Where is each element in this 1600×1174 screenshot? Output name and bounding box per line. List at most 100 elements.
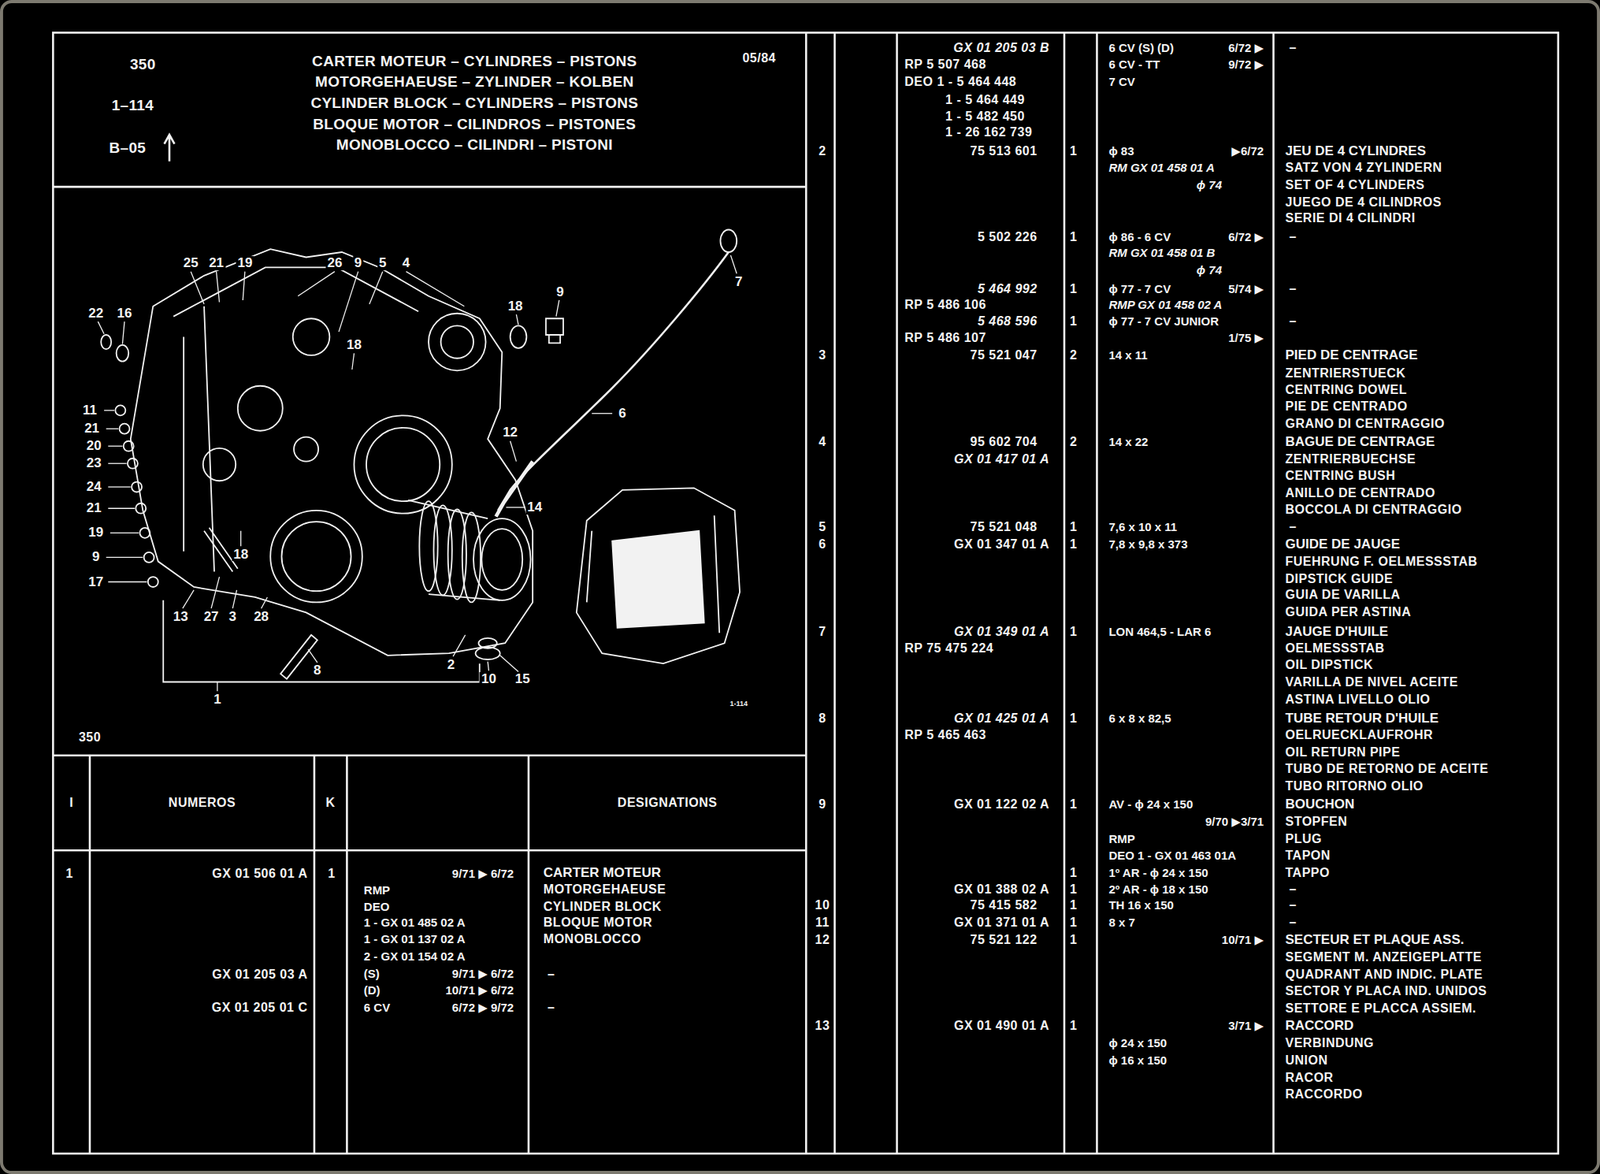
table-cell: – xyxy=(1288,519,1299,534)
table-cell: 2 xyxy=(1068,435,1079,450)
part-number: GX 01 205 03 B xyxy=(951,40,1051,55)
table-cell: 1 xyxy=(1068,282,1079,296)
detail-cell: 7 CV xyxy=(1106,75,1136,89)
header-cell: K xyxy=(314,755,347,851)
table-cell: 1 xyxy=(326,867,337,881)
detail-cell: 2º AR - ϕ 18 x 150 xyxy=(1106,883,1210,896)
table-cell: SETTORE E PLACCA ASSIEM. xyxy=(1284,1002,1479,1016)
table-cell: PLUG xyxy=(1284,832,1324,847)
detail-cell: 6/72 ▶ xyxy=(1226,230,1266,244)
grid-line xyxy=(833,32,836,1154)
detail-cell: (S) xyxy=(362,967,382,981)
table-cell: 1 - 5 464 449 xyxy=(943,93,1027,108)
leader-lines xyxy=(97,255,737,691)
designation-heading: BOUCHON xyxy=(1284,797,1357,812)
table-cell: VARILLA DE NIVEL ACEITE xyxy=(1284,675,1461,689)
table-cell: VERBINDUNG xyxy=(1284,1036,1377,1051)
small-part xyxy=(148,576,159,587)
small-part xyxy=(123,441,134,452)
small-part xyxy=(115,404,126,416)
table-cell: 75 415 582 xyxy=(968,898,1040,913)
leader-line xyxy=(369,271,383,305)
table-cell: 95 602 704 xyxy=(968,435,1040,450)
leader-line xyxy=(107,581,147,583)
table-cell: GX 01 205 03 A xyxy=(210,968,309,982)
callout-number: 18 xyxy=(506,299,525,314)
detail-cell: AV - ϕ 24 x 150 xyxy=(1106,798,1195,811)
table-cell: 75 521 048 xyxy=(968,519,1040,534)
detail-cell: ϕ 74 xyxy=(1195,178,1224,192)
callout-number: 11 xyxy=(81,403,99,418)
callout-number: 21 xyxy=(207,256,226,271)
callout-number: 7 xyxy=(733,274,744,290)
detail-cell: 1 - GX 01 137 02 A xyxy=(362,932,468,946)
detail-cell: ϕ 86 - 6 CV xyxy=(1106,230,1173,244)
table-cell: OIL DIPSTICK xyxy=(1284,657,1376,672)
table-cell: TUBO RITORNO OLIO xyxy=(1284,779,1426,793)
callout-number: 9 xyxy=(90,549,101,565)
grid-line xyxy=(52,753,806,757)
designation-heading: JAUGE D'HUILE xyxy=(1284,624,1391,639)
part-number: 5 464 992 xyxy=(976,282,1040,296)
table-cell: – xyxy=(1288,882,1299,896)
detail-cell: RMP GX 01 458 02 A xyxy=(1106,299,1224,312)
table-cell: 5 xyxy=(816,519,828,534)
dipstick-ring xyxy=(720,230,737,253)
small-part xyxy=(144,552,155,563)
grid-line xyxy=(1272,32,1275,1154)
title-line: 1–114 xyxy=(110,97,156,114)
table-cell: – xyxy=(545,968,557,982)
detail-cell: 9/71 ▶ 6/72 xyxy=(450,867,516,880)
table-cell: MOTORGEHAEUSE xyxy=(541,882,669,896)
detail-cell: RM GX 01 458 01 A xyxy=(1106,161,1217,175)
bearing-seat xyxy=(203,448,236,481)
assembly-bracket xyxy=(163,600,480,683)
table-cell: OELRUECKLAUFROHR xyxy=(1284,727,1436,742)
leader-line xyxy=(106,428,119,430)
table-cell: DEO 1 - 5 464 448 xyxy=(902,74,1018,89)
callout-number: 21 xyxy=(85,501,104,516)
leader-line xyxy=(216,271,220,303)
detail-cell: (D) xyxy=(362,983,383,997)
detail-cell: 1/75 ▶ xyxy=(1226,331,1266,345)
leader-line xyxy=(591,412,613,414)
table-cell: GUIDA PER ASTINA xyxy=(1284,605,1414,620)
cylinder-bore xyxy=(270,510,363,603)
table-cell: SECTOR Y PLACA IND. UNIDOS xyxy=(1284,984,1489,999)
table-cell: 1 xyxy=(1068,519,1079,534)
grid-line xyxy=(89,755,92,1154)
leader-line xyxy=(242,271,246,301)
detail-cell: TH 16 x 150 xyxy=(1106,898,1176,912)
table-cell: 75 513 601 xyxy=(968,144,1040,158)
title-line: B–05 xyxy=(107,140,149,156)
table-cell: 12 xyxy=(813,933,832,947)
leader-line xyxy=(510,441,517,462)
table-cell: ZENTRIERBUECHSE xyxy=(1284,452,1419,467)
leader-line xyxy=(103,409,115,411)
leader-line xyxy=(505,506,524,508)
detail-cell: ϕ 77 - 7 CV xyxy=(1106,282,1173,296)
table-cell: – xyxy=(1288,898,1299,913)
title-line: MONOBLOCCO – CILINDRI – PISTONI xyxy=(334,137,615,153)
table-cell: 9 xyxy=(816,798,828,812)
leader-line xyxy=(338,271,359,332)
detail-cell: 6/72 ▶ 9/72 xyxy=(450,1001,516,1014)
leader-line xyxy=(452,634,466,657)
callout-number: 19 xyxy=(86,525,105,540)
leader-line xyxy=(308,649,318,663)
header-cell: I xyxy=(52,755,90,851)
detail-cell: RMP xyxy=(362,883,392,897)
callout-number: 1 xyxy=(211,692,223,707)
table-cell: GX 01 122 02 A xyxy=(952,798,1051,812)
callout-number: 25 xyxy=(181,256,201,271)
table-cell: GUIA DE VARILLA xyxy=(1284,588,1403,602)
detail-cell: 9/71 ▶ 6/72 xyxy=(450,967,516,981)
table-cell: 2 xyxy=(816,144,828,158)
cylinder-fin xyxy=(448,509,467,600)
callout-number: 14 xyxy=(525,500,544,515)
leader-line xyxy=(406,271,465,307)
column-heading: I xyxy=(69,795,74,810)
callout-number: 9 xyxy=(352,256,364,271)
